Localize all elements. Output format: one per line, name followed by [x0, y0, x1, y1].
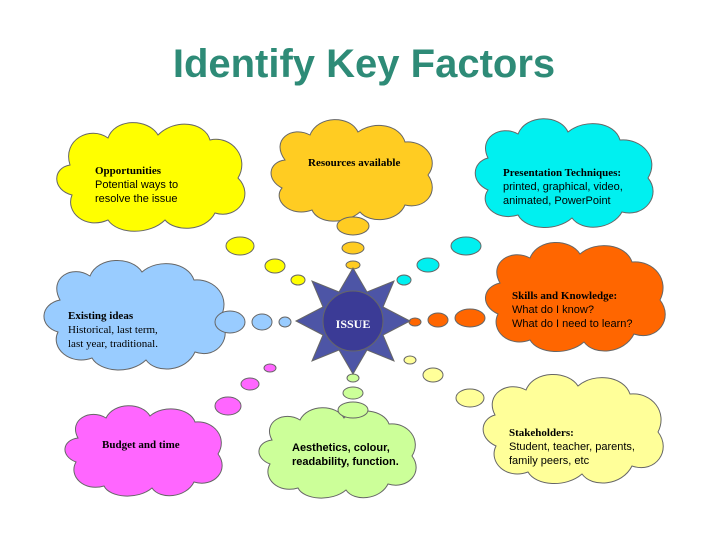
issue-circle: [322, 290, 384, 352]
aesthetics-line-1: Aesthetics, colour,: [292, 442, 390, 454]
presentation-heading: Presentation Techniques:: [503, 167, 622, 179]
budget-cloud: [64, 405, 223, 497]
presentation-line-2: animated, PowerPoint: [503, 195, 611, 207]
stakeholders-line-1: Student, teacher, parents,: [509, 441, 635, 453]
existing-line-1: Historical, last term,: [68, 324, 158, 336]
stakeholders-text: Stakeholders: Student, teacher, parents,…: [509, 426, 635, 468]
aesthetics-text: Aesthetics, colour, readability, functio…: [292, 441, 399, 469]
budget-text: Budget and time: [102, 438, 180, 452]
presentation-cloud: [474, 118, 654, 228]
stakeholders-line-2: family peers, etc: [509, 455, 590, 467]
skills-line-1: What do I know?: [512, 304, 594, 316]
opportunities-cloud: [56, 122, 246, 232]
aesthetics-cloud: [258, 407, 417, 499]
bubble-chain-skills: [408, 308, 486, 328]
existing-cloud: [43, 259, 226, 371]
stakeholders-heading: Stakeholders:: [509, 427, 574, 439]
opportunities-line-1: Potential ways to: [95, 179, 179, 191]
resources-heading: Resources available: [308, 157, 401, 169]
bubble-chain-opportunities: [225, 236, 306, 286]
opportunities-line-2: resolve the issue: [95, 193, 178, 205]
bubble-chain-resources: [336, 216, 370, 270]
skills-line-2: What do I need to learn?: [512, 318, 633, 330]
bubble-chain-aesthetics: [337, 373, 369, 419]
existing-heading: Existing ideas: [68, 310, 134, 322]
existing-line-2: last year, traditional.: [68, 338, 158, 350]
opportunities-heading: Opportunities: [95, 165, 162, 177]
bubble-chain-budget: [214, 363, 277, 416]
aesthetics-line-2: readability, function.: [292, 456, 399, 468]
bubble-chain-stakeholders: [403, 355, 485, 408]
bubble-chain-existing: [214, 310, 292, 334]
budget-heading: Budget and time: [102, 439, 180, 451]
skills-cloud: [485, 241, 666, 353]
skills-heading: Skills and Knowledge:: [512, 290, 618, 302]
issue-label: ISSUE: [335, 317, 371, 331]
presentation-text: Presentation Techniques: printed, graphi…: [503, 166, 623, 208]
skills-text: Skills and Knowledge: What do I know? Wh…: [512, 289, 632, 331]
stakeholders-cloud: [482, 373, 664, 485]
page-title: Identify Key Factors: [172, 42, 556, 86]
opportunities-text: Opportunities Potential ways to resolve …: [95, 164, 178, 206]
existing-text: Existing ideas Historical, last term, la…: [68, 309, 158, 351]
bubble-chain-presentation: [396, 236, 482, 286]
resources-cloud: [270, 119, 433, 222]
resources-text: Resources available: [308, 156, 400, 170]
presentation-line-1: printed, graphical, video,: [503, 181, 623, 193]
